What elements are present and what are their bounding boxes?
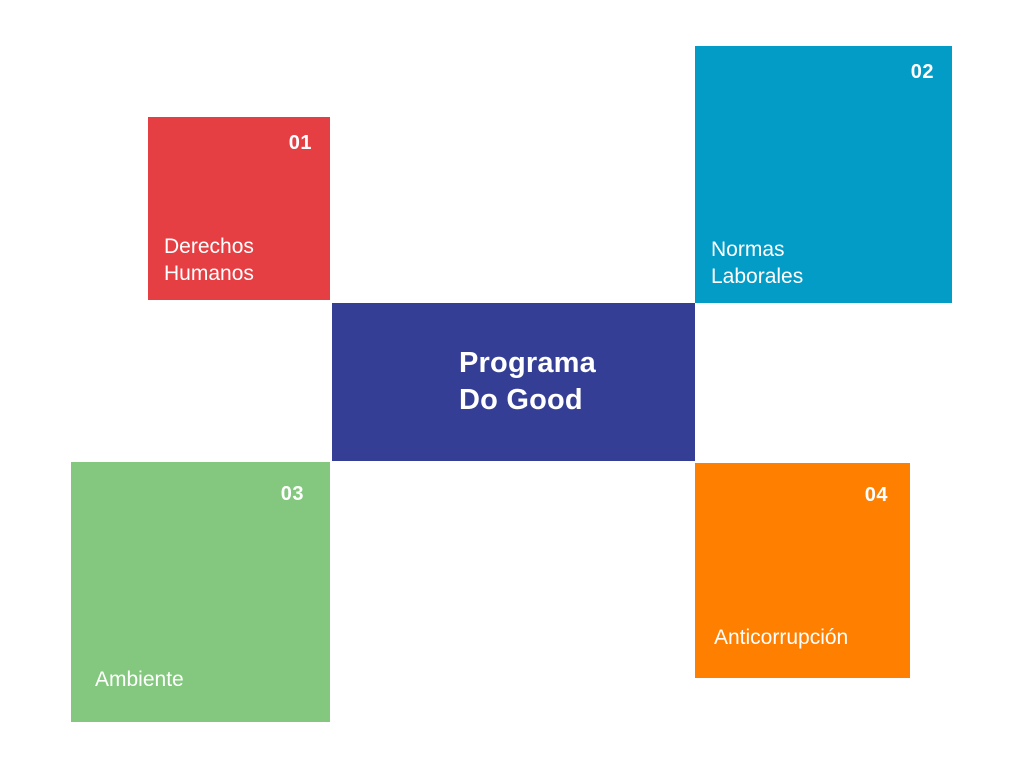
center-hub-programa-do-good[interactable]: Programa Do Good: [332, 303, 695, 461]
pillar-label-labour-standards: Normas Laborales: [711, 238, 804, 289]
pillar-number-01: 01: [288, 132, 312, 154]
pillar-card-labour-standards[interactable]: 02 Normas Laborales: [695, 46, 952, 303]
pillar-label-human-rights: Derechos Humanos: [164, 235, 254, 286]
pillar-number-04: 04: [864, 484, 888, 506]
pillar-card-human-rights[interactable]: 01 Derechos Humanos: [148, 117, 330, 300]
pillar-label-anticorruption: Anticorrupción: [714, 626, 849, 650]
pillar-number-02: 02: [910, 61, 934, 83]
pillar-label-environment: Ambiente: [95, 668, 184, 692]
pillar-card-anticorruption[interactable]: 04 Anticorrupción: [695, 463, 910, 678]
pillar-card-environment[interactable]: 03 Ambiente: [71, 462, 330, 722]
center-hub-title: Programa Do Good: [459, 347, 596, 416]
pillar-number-03: 03: [280, 483, 304, 505]
